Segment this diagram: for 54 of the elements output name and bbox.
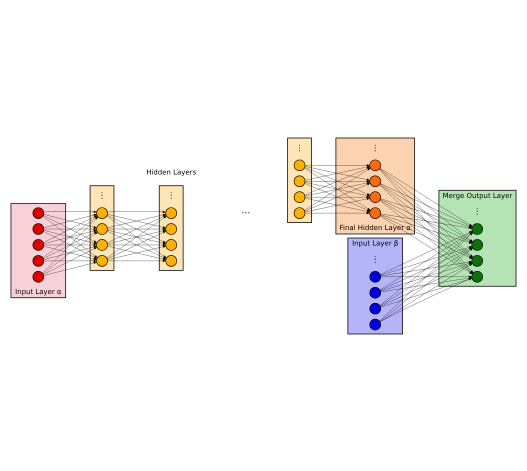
node-circle [32, 270, 44, 282]
label: ⋯ [241, 208, 250, 218]
node-circle [96, 238, 108, 250]
node-circle [294, 206, 306, 218]
node-circle [32, 254, 44, 266]
cluster [287, 137, 312, 222]
node-circle [32, 222, 44, 234]
node-circle [369, 159, 381, 171]
arrow [305, 164, 370, 166]
arrow [107, 214, 166, 242]
arrow [305, 180, 370, 182]
node-circle [165, 254, 177, 266]
arrow [42, 216, 98, 273]
arrow [107, 210, 166, 212]
cluster [158, 184, 184, 270]
arrow [107, 230, 166, 258]
arrow [108, 259, 166, 262]
node-circle [96, 254, 108, 266]
node-circle [369, 286, 381, 298]
cluster [90, 184, 114, 270]
node-circle [32, 238, 44, 250]
arrow [44, 261, 97, 276]
node-circle [369, 302, 381, 314]
node-circle [165, 222, 177, 234]
arrow [43, 214, 98, 242]
arrow [108, 243, 166, 246]
arrow [42, 231, 98, 274]
node-circle [32, 206, 44, 218]
node-circle [165, 206, 177, 218]
arrow [44, 259, 97, 262]
arrow [42, 216, 98, 258]
arrow [108, 227, 166, 230]
arrow [43, 230, 98, 258]
node-circle [294, 159, 306, 171]
node-circle [471, 238, 483, 250]
arrow [44, 210, 97, 212]
arrow [44, 227, 97, 230]
arrow [106, 215, 167, 258]
node-circle [369, 190, 381, 202]
node-circle [294, 190, 306, 202]
node-circle [369, 270, 381, 282]
arrow [305, 212, 370, 214]
arrow [305, 196, 370, 198]
node-circle [96, 222, 108, 234]
node-circle [294, 175, 306, 187]
arrow [304, 166, 370, 195]
arrow [44, 243, 97, 246]
node-circle [369, 175, 381, 187]
arrow [304, 182, 370, 211]
node-circle [369, 206, 381, 218]
node-circle [369, 318, 381, 330]
arrow [380, 275, 472, 278]
node-circle [165, 238, 177, 250]
arrow [43, 246, 98, 274]
